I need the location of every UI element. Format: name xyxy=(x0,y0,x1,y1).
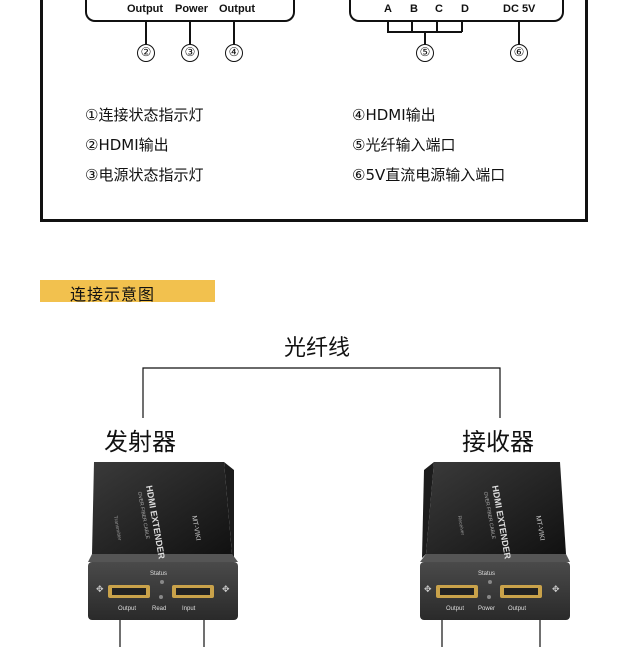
callout-line-5a xyxy=(387,22,389,32)
status-label: Status xyxy=(478,571,495,577)
callout-line-5d xyxy=(461,22,463,32)
transmitter-device: HDMI EXTENDER OVER FIBER CABLE MT-VIKI T… xyxy=(88,462,238,647)
port-label-d: D xyxy=(461,3,469,15)
read-led xyxy=(159,595,163,599)
legend-item: ③电源状态指示灯 xyxy=(85,166,204,184)
callout-line-4 xyxy=(233,22,235,44)
port-label-read: Read xyxy=(152,606,166,612)
legend-panel: Output Power Output A B C D DC 5V ② ③ ④ … xyxy=(40,0,588,222)
callout-line-6 xyxy=(518,22,520,44)
legend-item: ①连接状态指示灯 xyxy=(85,106,204,124)
section-title: 连接示意图 xyxy=(70,285,156,304)
fiber-cable-label: 光纤线 xyxy=(284,336,351,361)
legend-item: ④HDMI输出 xyxy=(352,106,436,124)
legend-item: ⑥5V直流电源输入端口 xyxy=(352,166,506,184)
status-led xyxy=(488,580,492,584)
status-led xyxy=(160,580,164,584)
transmitter-port-outline: Output Power Output xyxy=(85,0,295,22)
power-led xyxy=(487,595,491,599)
callout-5: ⑤ xyxy=(416,44,434,62)
callout-line-3 xyxy=(189,22,191,44)
port-label-input: Input xyxy=(182,606,196,612)
receiver-port-outline: A B C D DC 5V xyxy=(349,0,564,22)
device-logo: MT-VIKI xyxy=(534,515,545,541)
port-label-power: Power xyxy=(175,3,209,15)
receiver-device: HDMI EXTENDER OVER FIBER CABLE MT-VIKI R… xyxy=(420,462,570,647)
screw-icon: ✥ xyxy=(222,585,230,595)
callout-6: ⑥ xyxy=(510,44,528,62)
legend-list-right: ④HDMI输出 ⑤光纤输入端口 ⑥5V直流电源输入端口 xyxy=(352,100,505,190)
callout-3: ③ xyxy=(181,44,199,62)
device-model: Transmitter xyxy=(112,515,122,541)
screw-icon: ✥ xyxy=(424,585,432,595)
device-model: Receiver xyxy=(456,515,465,536)
port-label-power: Power xyxy=(478,606,495,612)
port-label-a: A xyxy=(384,3,392,15)
section-header: 连接示意图 xyxy=(40,280,215,304)
callout-line-5c xyxy=(436,22,438,32)
port-label-b: B xyxy=(410,3,418,15)
screw-icon: ✥ xyxy=(96,585,104,595)
status-label: Status xyxy=(150,571,167,577)
legend-item: ②HDMI输出 xyxy=(85,136,169,154)
fiber-cable-line xyxy=(142,367,501,418)
receiver-label: 接收器 xyxy=(462,428,534,456)
port-label-output-1: Output xyxy=(127,3,164,15)
legend-item: ⑤光纤输入端口 xyxy=(352,136,456,154)
callout-2: ② xyxy=(137,44,155,62)
port-label-output-2: Output xyxy=(219,3,256,15)
callout-line-2 xyxy=(145,22,147,44)
legend-list-left: ①连接状态指示灯 ②HDMI输出 ③电源状态指示灯 xyxy=(85,100,203,190)
callout-4: ④ xyxy=(225,44,243,62)
port-label-c: C xyxy=(435,3,443,15)
callout-line-5 xyxy=(424,31,426,44)
transmitter-label: 发射器 xyxy=(104,428,176,456)
screw-icon: ✥ xyxy=(552,585,560,595)
device-logo: MT-VIKI xyxy=(190,515,201,541)
port-label-output: Output xyxy=(446,606,464,612)
port-label-output: Output xyxy=(508,606,526,612)
port-label-dc: DC 5V xyxy=(503,3,536,15)
callout-line-5b xyxy=(411,22,413,32)
port-label-output: Output xyxy=(118,606,136,612)
